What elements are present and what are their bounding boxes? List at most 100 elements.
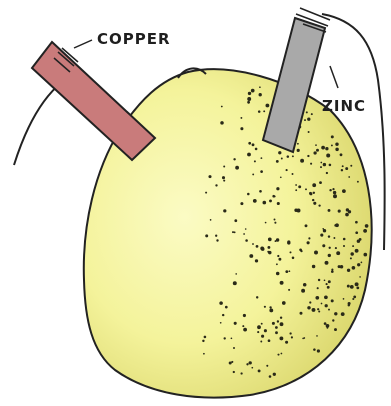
peel-speckle: [272, 322, 275, 325]
peel-speckle: [292, 173, 294, 175]
peel-speckle: [300, 159, 304, 163]
peel-speckle: [276, 272, 280, 276]
peel-speckle: [329, 164, 332, 167]
peel-speckle: [255, 259, 258, 262]
peel-speckle: [313, 202, 316, 205]
peel-speckle: [220, 121, 224, 125]
peel-speckle: [259, 86, 261, 88]
peel-speckle: [259, 93, 262, 96]
peel-speckle: [256, 296, 258, 298]
peel-speckle: [361, 262, 363, 264]
peel-speckle: [210, 219, 212, 221]
peel-speckle: [309, 301, 311, 303]
peel-speckle: [307, 306, 310, 309]
peel-speckle: [274, 195, 276, 197]
peel-speckle: [328, 280, 331, 283]
peel-speckle: [274, 219, 276, 221]
peel-speckle: [240, 202, 243, 205]
peel-speckle: [273, 373, 276, 376]
copper-electrode: [32, 42, 155, 160]
peel-speckle: [277, 255, 279, 257]
peel-speckle: [274, 222, 276, 224]
peel-speckle: [277, 320, 279, 322]
peel-speckle: [321, 303, 323, 305]
peel-speckle: [321, 146, 325, 150]
peel-speckle: [233, 281, 237, 285]
peel-speckle: [325, 304, 328, 307]
peel-speckle: [245, 239, 248, 242]
peel-speckle: [323, 163, 326, 166]
peel-speckle: [326, 283, 328, 285]
peel-speckle: [281, 353, 283, 355]
peel-speckle: [324, 295, 328, 299]
peel-speckle: [278, 151, 281, 154]
peel-speckle: [287, 155, 290, 158]
peel-speckle: [307, 241, 310, 244]
peel-speckle: [300, 312, 303, 315]
peel-speckle: [252, 143, 255, 146]
peel-speckle: [336, 251, 340, 255]
peel-speckle: [254, 160, 256, 162]
peel-speckle: [240, 372, 242, 374]
peel-speckle: [365, 224, 369, 228]
peel-speckle: [307, 118, 310, 121]
peel-speckle: [257, 325, 261, 329]
peel-speckle: [249, 254, 253, 258]
peel-speckle: [269, 375, 272, 378]
peel-speckle: [280, 322, 284, 326]
peel-speckle: [333, 194, 337, 198]
peel-speckle: [326, 172, 328, 174]
peel-speckle: [312, 199, 314, 201]
peel-speckle: [243, 233, 245, 235]
peel-speckle: [331, 144, 333, 146]
peel-speckle: [233, 158, 235, 160]
peel-speckle: [340, 265, 344, 269]
peel-speckle: [276, 238, 279, 241]
peel-speckle: [243, 314, 246, 317]
peel-speckle: [309, 192, 312, 195]
peel-speckle: [260, 170, 263, 173]
peel-speckle: [222, 176, 225, 179]
peel-speckle: [264, 306, 266, 308]
peel-speckle: [276, 263, 278, 265]
peel-speckle: [234, 322, 237, 325]
peel-speckle: [329, 247, 331, 249]
peel-speckle: [347, 285, 350, 288]
peel-speckle: [334, 328, 337, 331]
peel-speckle: [316, 149, 319, 152]
peel-speckle: [326, 324, 330, 328]
peel-speckle: [252, 243, 254, 245]
peel-speckle: [219, 301, 223, 305]
peel-speckle: [307, 155, 309, 157]
peel-speckle: [359, 276, 361, 278]
peel-speckle: [300, 250, 302, 252]
peel-speckle: [240, 127, 243, 130]
peel-speckle: [280, 317, 282, 319]
peel-speckle: [350, 252, 353, 255]
peel-speckle: [310, 163, 312, 165]
peel-speckle: [277, 202, 280, 205]
peel-speckle: [325, 147, 328, 150]
peel-speckle: [247, 193, 250, 196]
peel-speckle: [235, 273, 237, 275]
zinc-label-pointer: [330, 66, 338, 88]
peel-speckle: [289, 251, 291, 253]
peel-speckle: [329, 189, 331, 191]
peel-speckle: [314, 251, 318, 255]
peel-speckle: [205, 192, 207, 194]
peel-speckle: [334, 312, 337, 315]
peel-speckle: [347, 269, 350, 272]
peel-speckle: [208, 175, 211, 178]
peel-speckle: [313, 151, 316, 154]
peel-speckle: [261, 335, 264, 338]
peel-speckle: [221, 106, 223, 108]
peel-speckle: [223, 166, 225, 168]
peel-speckle: [279, 336, 283, 340]
peel-speckle: [331, 269, 333, 271]
peel-speckle: [353, 296, 356, 299]
peel-speckle: [345, 167, 348, 170]
peel-speckle: [288, 289, 290, 291]
peel-speckle: [215, 184, 217, 186]
peel-speckle: [234, 219, 237, 222]
